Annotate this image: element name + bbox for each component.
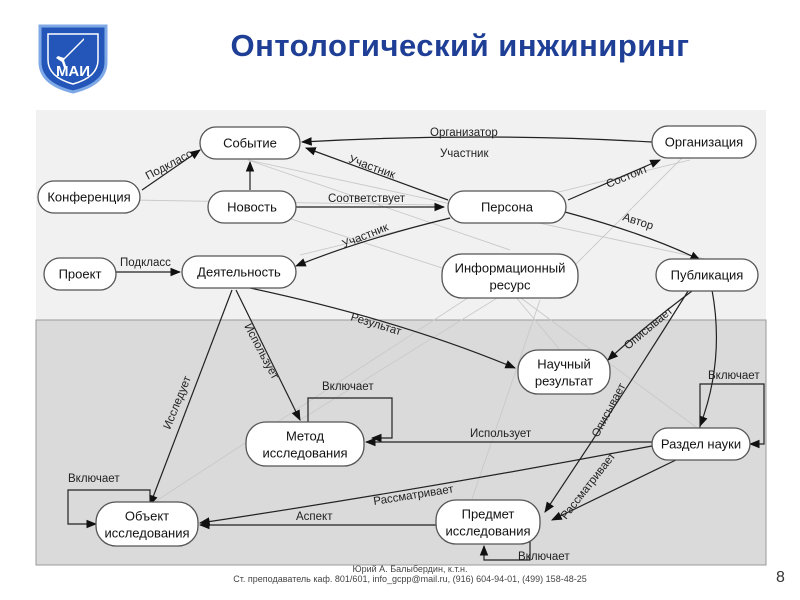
node-subject: Предмет исследования <box>435 499 541 545</box>
upper-panel <box>36 110 766 320</box>
label-includes-section: Включает <box>708 370 760 382</box>
node-label: Раздел науки <box>661 437 741 452</box>
label-includes-object: Включает <box>68 473 120 485</box>
edge-uses-activity <box>235 289 301 421</box>
edge-investigates <box>149 289 233 507</box>
label-participant-top: Участник <box>440 148 489 160</box>
node-label: Новость <box>227 200 277 215</box>
mai-logo: МАИ <box>38 24 108 94</box>
node-label: Персона <box>481 200 534 215</box>
node-label: Публикация <box>671 268 744 283</box>
edges <box>67 136 765 561</box>
edge-pub-section <box>699 289 718 428</box>
label-aspect: Аспект <box>296 511 333 523</box>
edge-consists <box>567 159 661 201</box>
node-sci-result: Научный результат <box>517 349 611 395</box>
edge-considers <box>198 445 653 526</box>
edge-describes-subject <box>544 287 691 513</box>
footer-contacts: Ст. преподаватель каф. 801/601, info_gcp… <box>233 574 587 584</box>
node-label-line2: результат <box>535 374 593 389</box>
slide-title: Онтологический инжиниринг <box>230 28 690 63</box>
node-label: Организация <box>665 135 743 150</box>
logo-text: МАИ <box>56 63 90 80</box>
node-event: Событие <box>199 126 301 160</box>
node-organization: Организация <box>651 125 757 159</box>
label-uses-section: Использует <box>470 428 532 440</box>
edge-includes-subject <box>479 540 531 561</box>
label-subclass-project: Подкласс <box>120 257 171 269</box>
footer-author: Юрий А. Балыбердин, к.т.н. <box>352 564 468 574</box>
label-corresponds: Соответствует <box>328 193 406 205</box>
page-number: 8 <box>776 569 785 586</box>
node-activity: Деятельность <box>181 255 297 289</box>
airplane-icon <box>56 38 84 68</box>
edge-result <box>249 287 516 369</box>
node-label-line2: ресурс <box>489 278 531 293</box>
node-label-line2: исследования <box>445 524 530 539</box>
node-label-line2: исследования <box>104 526 189 541</box>
node-label: Проект <box>59 267 102 282</box>
label-organizer: Организатор <box>430 127 498 139</box>
node-label-line1: Информационный <box>455 261 566 276</box>
edge-organizer <box>300 136 653 146</box>
node-label-line1: Научный <box>537 357 591 372</box>
node-object: Объект исследования <box>95 501 199 547</box>
edge-participant-event <box>304 147 449 201</box>
node-news: Новость <box>207 190 297 224</box>
node-label: Конференция <box>47 190 130 205</box>
edge-participant-activity <box>294 217 451 267</box>
node-label-line1: Метод <box>286 429 325 444</box>
node-label: Событие <box>223 136 277 151</box>
footer: Юрий А. Балыбердин, к.т.н. Ст. преподава… <box>150 564 670 584</box>
node-project: Проект <box>43 257 117 291</box>
edge-includes-section <box>699 383 765 449</box>
node-info-resource: Информационный ресурс <box>441 253 579 299</box>
edge-includes-method <box>307 397 393 443</box>
node-label-line1: Предмет <box>462 507 515 522</box>
node-method: Метод исследования <box>245 421 365 467</box>
edge-author <box>564 211 701 261</box>
node-conference: Конференция <box>37 180 141 214</box>
node-publication: Публикация <box>655 258 759 292</box>
label-includes-method: Включает <box>322 381 374 393</box>
edge-considers-section <box>551 457 681 521</box>
node-label: Деятельность <box>197 265 281 280</box>
node-label-line1: Объект <box>125 509 169 524</box>
edge-includes-object <box>67 489 151 529</box>
label-includes-subject: Включает <box>518 551 570 563</box>
node-person: Персона <box>447 190 567 224</box>
node-label-line2: исследования <box>262 446 347 461</box>
node-science-section: Раздел науки <box>651 427 751 461</box>
edge-subclass-conf <box>141 149 201 191</box>
